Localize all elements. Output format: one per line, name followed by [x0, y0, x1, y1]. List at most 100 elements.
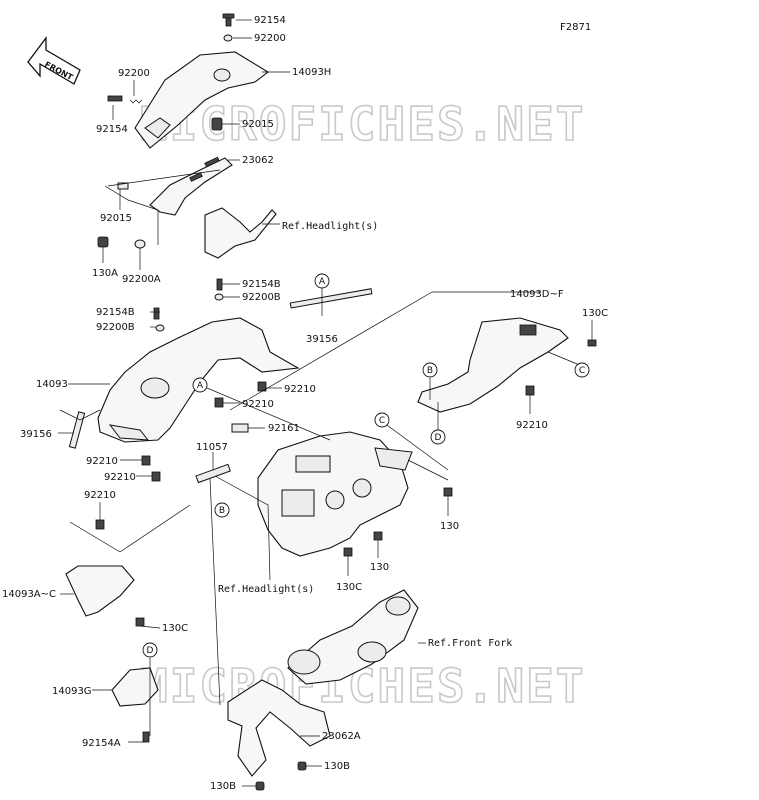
bracket-11057 — [195, 463, 231, 484]
label-ref-front-fork: Ref.Front Fork — [428, 638, 512, 649]
washer-92200A — [134, 239, 146, 249]
bolt-130-b — [373, 531, 383, 541]
rod-39156-left — [68, 411, 86, 449]
svg-text:B: B — [427, 366, 433, 376]
clip-92210-d — [151, 471, 161, 482]
callout-C-mid: C — [374, 412, 390, 428]
label-23062: 23062 — [242, 155, 274, 166]
label-39156-left: 39156 — [20, 429, 52, 440]
clip-92210-right — [525, 385, 535, 396]
label-92200A: 92200A — [122, 274, 161, 285]
label-92210-c: 92210 — [86, 456, 118, 467]
svg-text:A: A — [319, 277, 326, 287]
washer-92200-top — [223, 34, 233, 42]
bolt-130-a — [443, 487, 453, 497]
label-14093A-C: 14093A~C — [2, 589, 56, 600]
svg-text:C: C — [379, 416, 385, 426]
label-130B-left: 130B — [210, 781, 236, 792]
svg-text:D: D — [435, 433, 442, 443]
pad-92161 — [231, 423, 249, 433]
label-92200B-left: 92200B — [96, 322, 135, 333]
washer-92200B-left — [155, 324, 165, 332]
label-ref-headlight-mid: Ref.Headlight(s) — [218, 584, 314, 595]
label-92154A: 92154A — [82, 738, 121, 749]
grommet-92015-right — [211, 117, 223, 131]
label-39156-center: 39156 — [306, 334, 338, 345]
bracket-23062 — [149, 156, 233, 216]
label-92015-left: 92015 — [100, 213, 132, 224]
label-ref-headlight-top: Ref.Headlight(s) — [282, 221, 378, 232]
label-130-b: 130 — [370, 562, 389, 573]
label-92200-top: 92200 — [254, 33, 286, 44]
label-23062A: 23062A — [322, 731, 361, 742]
label-92154-top: 92154 — [254, 15, 286, 26]
label-92210-a: 92210 — [284, 384, 316, 395]
bolt-92154B-left — [153, 307, 160, 320]
nut-130B-right — [297, 761, 307, 771]
label-92015-right: 92015 — [242, 119, 274, 130]
svg-text:B: B — [219, 506, 225, 516]
part-labels: 92154 92200 14093H 92200 92154 92015 230… — [2, 15, 608, 792]
callout-A-center: A — [314, 273, 330, 289]
cover-14093H — [134, 51, 269, 149]
washer-92200B-center — [214, 293, 224, 301]
label-130A: 130A — [92, 268, 118, 279]
callout-B-left: B — [214, 502, 230, 518]
label-130C-right: 130C — [582, 308, 608, 319]
callout-D-right: D — [430, 429, 446, 445]
bolt-92154-top — [222, 13, 235, 27]
svg-text:A: A — [197, 381, 204, 391]
rod-39156-center — [289, 288, 373, 309]
cover-14093D-F — [417, 317, 569, 413]
cover-14093A-C — [65, 565, 135, 617]
bolt-130C-left — [135, 617, 145, 627]
callout-A-left: A — [192, 377, 208, 393]
bolt-130C-right — [587, 339, 597, 347]
label-92154B-left: 92154B — [96, 307, 135, 318]
watermark-top: MICROFICHES.NET — [140, 97, 585, 151]
svg-text:C: C — [579, 366, 585, 376]
diagram-code: F2871 — [560, 22, 591, 33]
label-92210-right: 92210 — [516, 420, 548, 431]
label-92200-left: 92200 — [118, 68, 150, 79]
label-92210-e: 92210 — [84, 490, 116, 501]
bolt-92154-left — [107, 95, 123, 102]
label-92200B-center: 92200B — [242, 292, 281, 303]
front-fork-bracket — [287, 589, 419, 685]
bracket-14093G — [111, 667, 159, 707]
label-130B-right: 130B — [324, 761, 350, 772]
grommet-92015-left — [117, 182, 129, 190]
clip-92210-c — [141, 455, 151, 466]
label-130C-mid: 130C — [336, 582, 362, 593]
label-14093D-F: 14093D~F — [510, 289, 564, 300]
leader-lines-upper — [102, 19, 290, 270]
clip-92210-e — [95, 519, 105, 530]
label-11057: 11057 — [196, 442, 228, 453]
label-14093: 14093 — [36, 379, 68, 390]
callout-B-right: B — [422, 362, 438, 378]
bolt-130C-mid — [343, 547, 353, 557]
spring-92200-left — [129, 99, 143, 104]
label-92210-b: 92210 — [242, 399, 274, 410]
clip-92210-b — [214, 397, 224, 408]
label-130-a: 130 — [440, 521, 459, 532]
nut-130B-left — [255, 781, 265, 791]
label-14093G: 14093G — [52, 686, 92, 697]
label-130C-left: 130C — [162, 623, 188, 634]
label-92161: 92161 — [268, 423, 300, 434]
label-92154B-center: 92154B — [242, 279, 281, 290]
stay-23062A — [227, 679, 331, 777]
nut-130A — [97, 236, 109, 248]
callout-D-left: D — [142, 642, 158, 658]
label-92154-left: 92154 — [96, 124, 128, 135]
bolt-92154A — [142, 731, 150, 743]
leader-lines-lower — [58, 283, 593, 787]
svg-text:D: D — [147, 646, 154, 656]
label-14093H: 14093H — [292, 67, 331, 78]
bolt-92154B-center — [216, 278, 223, 291]
front-arrow-icon: FRONT — [27, 36, 81, 85]
headlight-stay-upper — [204, 207, 277, 259]
label-92210-d: 92210 — [104, 472, 136, 483]
